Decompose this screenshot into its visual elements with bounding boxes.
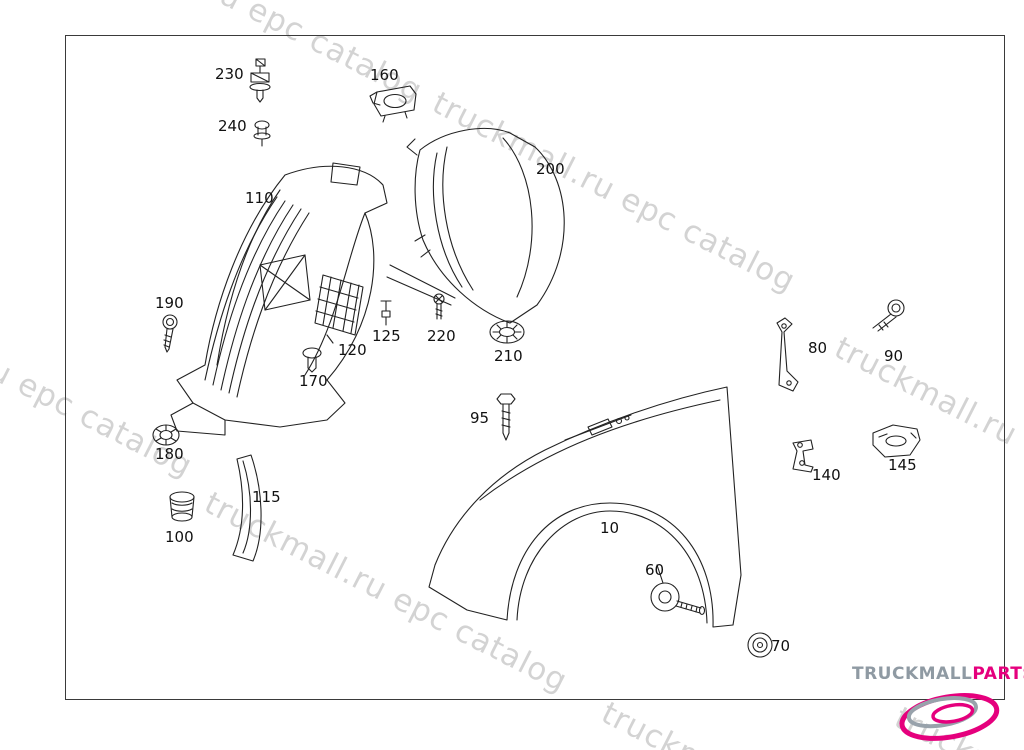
parts-diagram — [152, 58, 921, 658]
part-120-drawing — [314, 274, 364, 344]
part-label-95: 95 — [470, 409, 490, 427]
part-label-70: 70 — [771, 637, 791, 655]
site-logo: TRUCKMALLPARTS — [852, 664, 1024, 684]
part-label-120: 120 — [338, 341, 367, 359]
part-label-125: 125 — [372, 327, 401, 345]
logo-parts: PARTS — [972, 664, 1024, 684]
part-80-drawing — [776, 317, 799, 392]
logo-swirl-icon — [899, 693, 1000, 741]
part-95-drawing — [496, 393, 516, 441]
part-10-drawing — [428, 386, 742, 628]
part-label-115: 115 — [252, 488, 281, 506]
part-label-160: 160 — [370, 66, 399, 84]
part-label-110: 110 — [245, 189, 274, 207]
part-145-drawing — [872, 424, 921, 458]
part-label-145: 145 — [888, 456, 917, 474]
part-160-drawing — [369, 85, 417, 123]
part-180-drawing — [152, 424, 180, 446]
part-170-drawing — [302, 347, 322, 373]
part-label-190: 190 — [155, 294, 184, 312]
part-label-170: 170 — [299, 372, 328, 390]
part-label-140: 140 — [812, 466, 841, 484]
part-210-drawing — [489, 320, 525, 344]
part-label-90: 90 — [884, 347, 904, 365]
part-115-drawing — [232, 454, 262, 562]
part-label-200: 200 — [536, 160, 565, 178]
part-110-drawing — [170, 162, 388, 436]
part-220-drawing — [433, 293, 445, 320]
part-70-drawing — [747, 632, 773, 658]
part-label-80: 80 — [808, 339, 828, 357]
part-label-210: 210 — [494, 347, 523, 365]
part-60-drawing — [650, 582, 706, 616]
diagram-frame — [65, 35, 1005, 700]
part-label-220: 220 — [427, 327, 456, 345]
part-140-drawing — [792, 439, 814, 473]
part-label-230: 230 — [215, 65, 244, 83]
part-100-drawing — [169, 491, 195, 522]
part-label-10: 10 — [600, 519, 620, 537]
part-label-240: 240 — [218, 117, 247, 135]
part-90-drawing — [872, 299, 905, 332]
part-label-180: 180 — [155, 445, 184, 463]
logo-truckmall: TRUCKMALL — [852, 664, 973, 684]
part-240-drawing — [253, 120, 271, 147]
part-label-100: 100 — [165, 528, 194, 546]
part-230-drawing — [249, 58, 271, 103]
part-125-drawing — [380, 300, 392, 326]
part-190-drawing — [162, 314, 178, 353]
part-label-60: 60 — [645, 561, 665, 579]
part-200-drawing — [406, 127, 565, 324]
